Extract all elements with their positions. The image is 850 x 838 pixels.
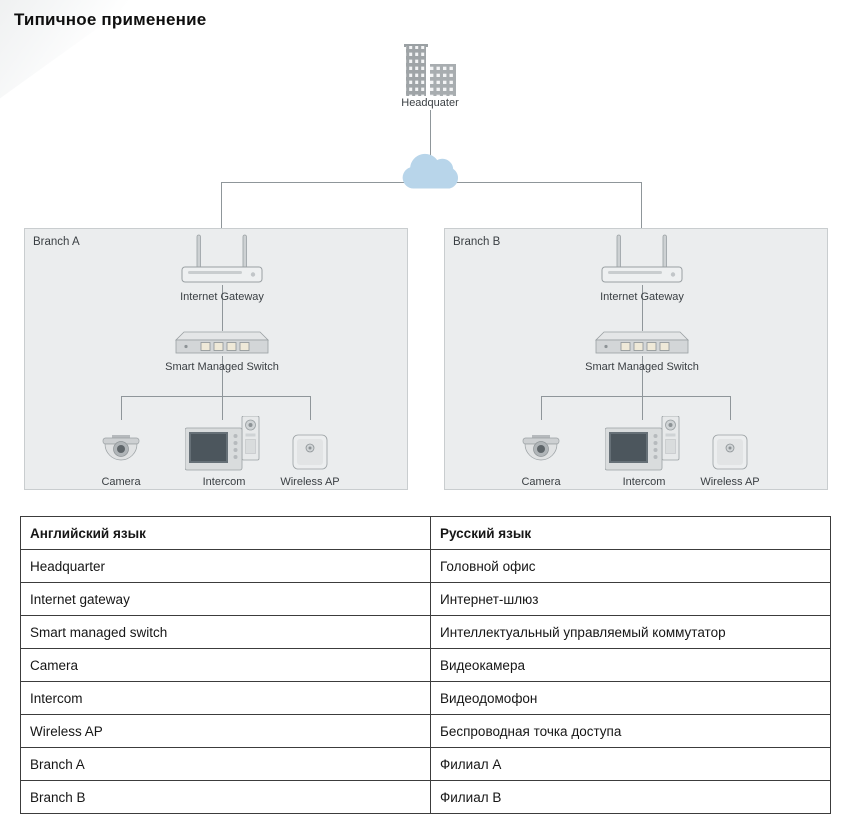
table-cell: Интеллектуальный управляемый коммутатор: [430, 615, 831, 649]
table-cell: Branch B: [20, 780, 431, 814]
table-row: Internet gateway Интернет-шлюз: [20, 582, 831, 616]
gateway-label: Internet Gateway: [600, 291, 684, 303]
device-split-line: [121, 396, 310, 397]
table-cell: Intercom: [20, 681, 431, 715]
wireless-ap-icon: [292, 434, 328, 470]
switch-icon: [594, 330, 690, 356]
cloud-icon: [398, 149, 464, 197]
table-row: Branch A Филиал А: [20, 747, 831, 781]
intercom-label: Intercom: [622, 476, 666, 488]
wireless-ap-label: Wireless AP: [700, 476, 760, 488]
internet-gateway-icon: [597, 233, 687, 287]
trunk-to-branch-b-line: [641, 182, 642, 268]
gateway-to-switch-line: [642, 285, 643, 331]
split-to-intercom-line: [222, 396, 223, 420]
table-header-row: Английский язык Русский язык: [20, 516, 831, 550]
wireless-ap-icon: [712, 434, 748, 470]
table-cell: Smart managed switch: [20, 615, 431, 649]
gateway-label: Internet Gateway: [180, 291, 264, 303]
camera-icon: [519, 435, 563, 465]
camera-label: Camera: [521, 476, 561, 488]
intercom-label: Intercom: [202, 476, 246, 488]
table-row: Branch B Филиал В: [20, 780, 831, 814]
table-cell: Видеодомофон: [430, 681, 831, 715]
switch-icon: [174, 330, 270, 356]
table-row: Smart managed switch Интеллектуальный уп…: [20, 615, 831, 649]
camera-label: Camera: [101, 476, 141, 488]
switch-to-split-line: [222, 356, 223, 396]
gateway-to-switch-line: [222, 285, 223, 331]
branch-b-label: Branch B: [453, 236, 501, 248]
table-row: Camera Видеокамера: [20, 648, 831, 682]
branch-a-panel: Branch A Internet Gateway Smart Managed …: [24, 228, 408, 490]
table-cell: Видеокамера: [430, 648, 831, 682]
branch-a-label: Branch A: [33, 236, 80, 248]
table-cell: Головной офис: [430, 549, 831, 583]
table-cell: Филиал А: [430, 747, 831, 781]
internet-gateway-icon: [177, 233, 267, 287]
intercom-icon: [605, 416, 683, 472]
switch-label: Smart Managed Switch: [165, 361, 279, 373]
split-to-ap-line: [730, 396, 731, 420]
table-cell: Беспроводная точка доступа: [430, 714, 831, 748]
headquarter-label: Headquater: [401, 97, 459, 109]
branch-b-panel: Branch B Internet Gateway Smart Managed …: [444, 228, 828, 490]
device-split-line: [541, 396, 730, 397]
table-cell: Headquarter: [20, 549, 431, 583]
table-row: Intercom Видеодомофон: [20, 681, 831, 715]
switch-to-split-line: [642, 356, 643, 396]
intercom-icon: [185, 416, 263, 472]
table-header-cell: Английский язык: [20, 516, 431, 550]
table-cell: Internet gateway: [20, 582, 431, 616]
camera-icon: [99, 435, 143, 465]
split-to-camera-line: [121, 396, 122, 420]
table-header-cell: Русский язык: [430, 516, 831, 550]
table-cell: Wireless AP: [20, 714, 431, 748]
table-row: Headquarter Головной офис: [20, 549, 831, 583]
switch-label: Smart Managed Switch: [585, 361, 699, 373]
trunk-to-branch-a-line: [221, 182, 222, 268]
table-cell: Branch A: [20, 747, 431, 781]
table-cell: Camera: [20, 648, 431, 682]
translation-table: Английский язык Русский язык Headquarter…: [20, 516, 831, 814]
page-title: Типичное применение: [14, 10, 207, 29]
split-to-camera-line: [541, 396, 542, 420]
hq-to-cloud-line: [430, 110, 431, 182]
headquarter-buildings-icon: [396, 44, 460, 96]
table-cell: Интернет-шлюз: [430, 582, 831, 616]
split-to-intercom-line: [642, 396, 643, 420]
split-to-ap-line: [310, 396, 311, 420]
table-row: Wireless AP Беспроводная точка доступа: [20, 714, 831, 748]
wireless-ap-label: Wireless AP: [280, 476, 340, 488]
table-cell: Филиал В: [430, 780, 831, 814]
